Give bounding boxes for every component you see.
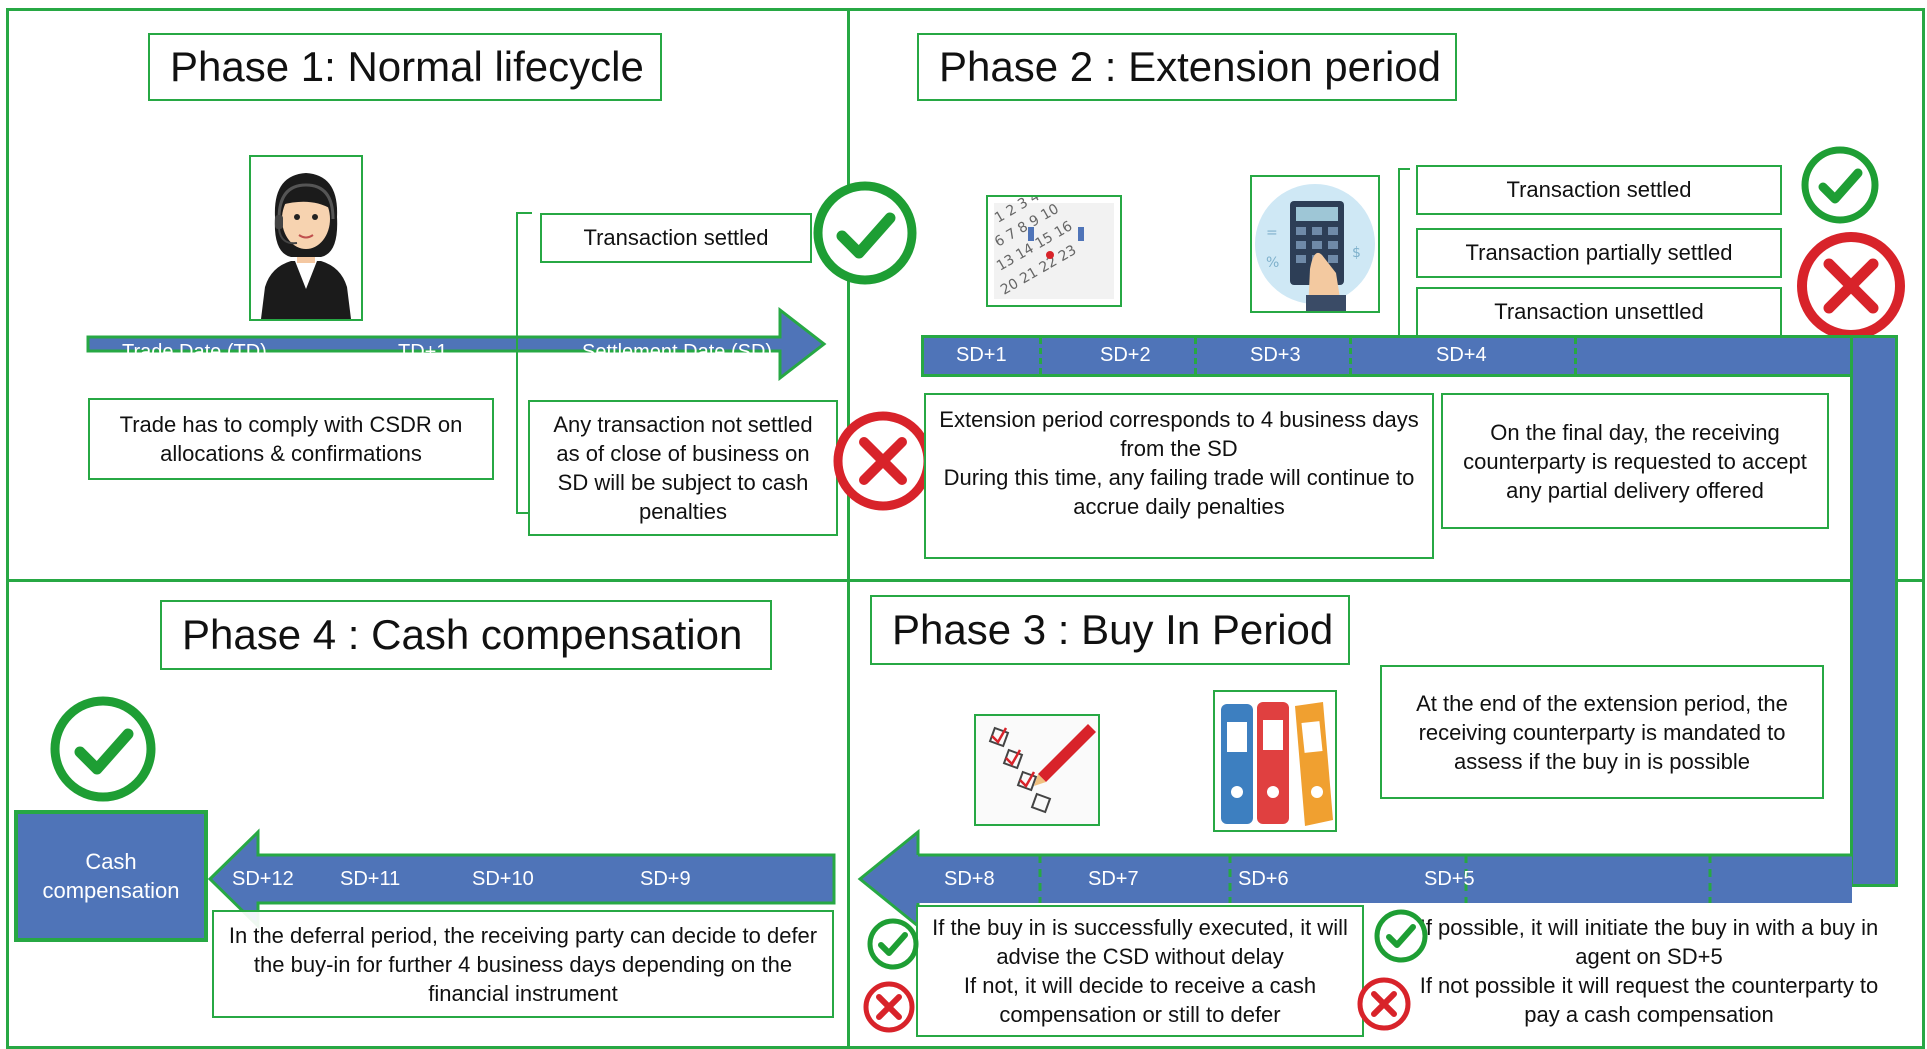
- svg-text:=: =: [1266, 225, 1278, 241]
- phase3-title: Phase 3 : Buy In Period: [870, 595, 1350, 665]
- phase3-assess-note: At the end of the extension period, the …: [1380, 665, 1824, 799]
- phase2-extension-text: Extension period corresponds to 4 busine…: [939, 407, 1419, 519]
- timeline-label-sd5: SD+5: [1424, 868, 1475, 890]
- phase1-settled-box: Transaction settled: [540, 213, 812, 263]
- phase3-right-text: If possible, it will initiate the buy in…: [1419, 915, 1879, 1027]
- timeline-label-sd11: SD+11: [340, 868, 401, 890]
- cross-circle-icon: [1356, 976, 1412, 1032]
- phase1-csdr-note: Trade has to comply with CSDR on allocat…: [88, 398, 494, 480]
- timeline-label-sd8: SD+8: [944, 868, 995, 890]
- timeline-label-sd4: SD+4: [1436, 344, 1487, 366]
- timeline-label-sd12: SD+12: [232, 868, 294, 890]
- cross-circle-icon: [832, 410, 934, 512]
- phase2-extension-note: Extension period corresponds to 4 busine…: [924, 393, 1434, 559]
- phase4-deferral-note: In the deferral period, the receiving pa…: [212, 910, 834, 1018]
- svg-text:%: %: [1266, 255, 1279, 271]
- person-headset-icon: [249, 155, 363, 321]
- phase1-bracket: [516, 212, 536, 514]
- phase2-title: Phase 2 : Extension period: [917, 33, 1457, 101]
- checklist-icon: [974, 714, 1100, 826]
- calendar-icon: 1 2 3 4 6 7 8 9 10 13 14 15 16 20 21 22 …: [986, 195, 1122, 307]
- cross-circle-icon: [862, 980, 916, 1034]
- phase3-left-note: If the buy in is successfully executed, …: [916, 905, 1364, 1037]
- check-circle-icon: [1800, 145, 1880, 225]
- timeline-label-td1: TD+1: [398, 341, 448, 363]
- timeline-label-sd7: SD+7: [1088, 868, 1139, 890]
- check-circle-icon: [812, 180, 918, 286]
- check-circle-icon: [1373, 908, 1429, 964]
- check-circle-icon: [48, 694, 158, 804]
- phase1-penalty-note: Any transaction not settled as of close …: [528, 400, 838, 536]
- timeline-label-sd6: SD+6: [1238, 868, 1289, 890]
- check-circle-icon: [866, 917, 920, 971]
- cash-compensation-label: Cash compensation: [42, 849, 180, 903]
- phase2-timeline-bar: SD+1 SD+2 SD+3 SD+4: [921, 335, 1853, 377]
- phase1-title: Phase 1: Normal lifecycle: [148, 33, 662, 101]
- timeline-label-sd1: SD+1: [956, 344, 1007, 366]
- phase3-timeline-arrow: SD+8 SD+7 SD+6 SD+5: [856, 826, 1856, 932]
- phase2-outcome-settled: Transaction settled: [1416, 165, 1782, 215]
- binders-icon: [1213, 690, 1337, 832]
- timeline-label-sd2: SD+2: [1100, 344, 1151, 366]
- calculator-icon: = % $: [1250, 175, 1380, 313]
- svg-text:$: $: [1352, 245, 1361, 261]
- phase2-outcome-partial: Transaction partially settled: [1416, 228, 1782, 278]
- phase2-bracket: [1398, 168, 1414, 348]
- timeline-label-sd3: SD+3: [1250, 344, 1301, 366]
- phase1-timeline-arrow: Trade Date (TD) TD+1 Settlement Date (SD…: [86, 307, 830, 381]
- phase4-title: Phase 4 : Cash compensation: [160, 600, 772, 670]
- phase3-left-text: If the buy in is successfully executed, …: [932, 915, 1348, 1027]
- phase4-timeline-arrow: SD+12 SD+11 SD+10 SD+9: [206, 828, 836, 930]
- cross-circle-icon: [1795, 230, 1907, 342]
- phase2-outcome-unsettled: Transaction unsettled: [1416, 287, 1782, 337]
- right-connector-bar: [1850, 335, 1898, 887]
- phase2-final-day-note: On the final day, the receiving counterp…: [1441, 393, 1829, 529]
- timeline-label-sd9: SD+9: [640, 868, 691, 890]
- cash-compensation-box: Cash compensation: [14, 810, 208, 942]
- timeline-label-td: Trade Date (TD): [122, 341, 267, 363]
- phase3-right-note: If possible, it will initiate the buy in…: [1394, 905, 1904, 1037]
- timeline-label-sd: Settlement Date (SD): [582, 341, 773, 363]
- timeline-label-sd10: SD+10: [472, 868, 534, 890]
